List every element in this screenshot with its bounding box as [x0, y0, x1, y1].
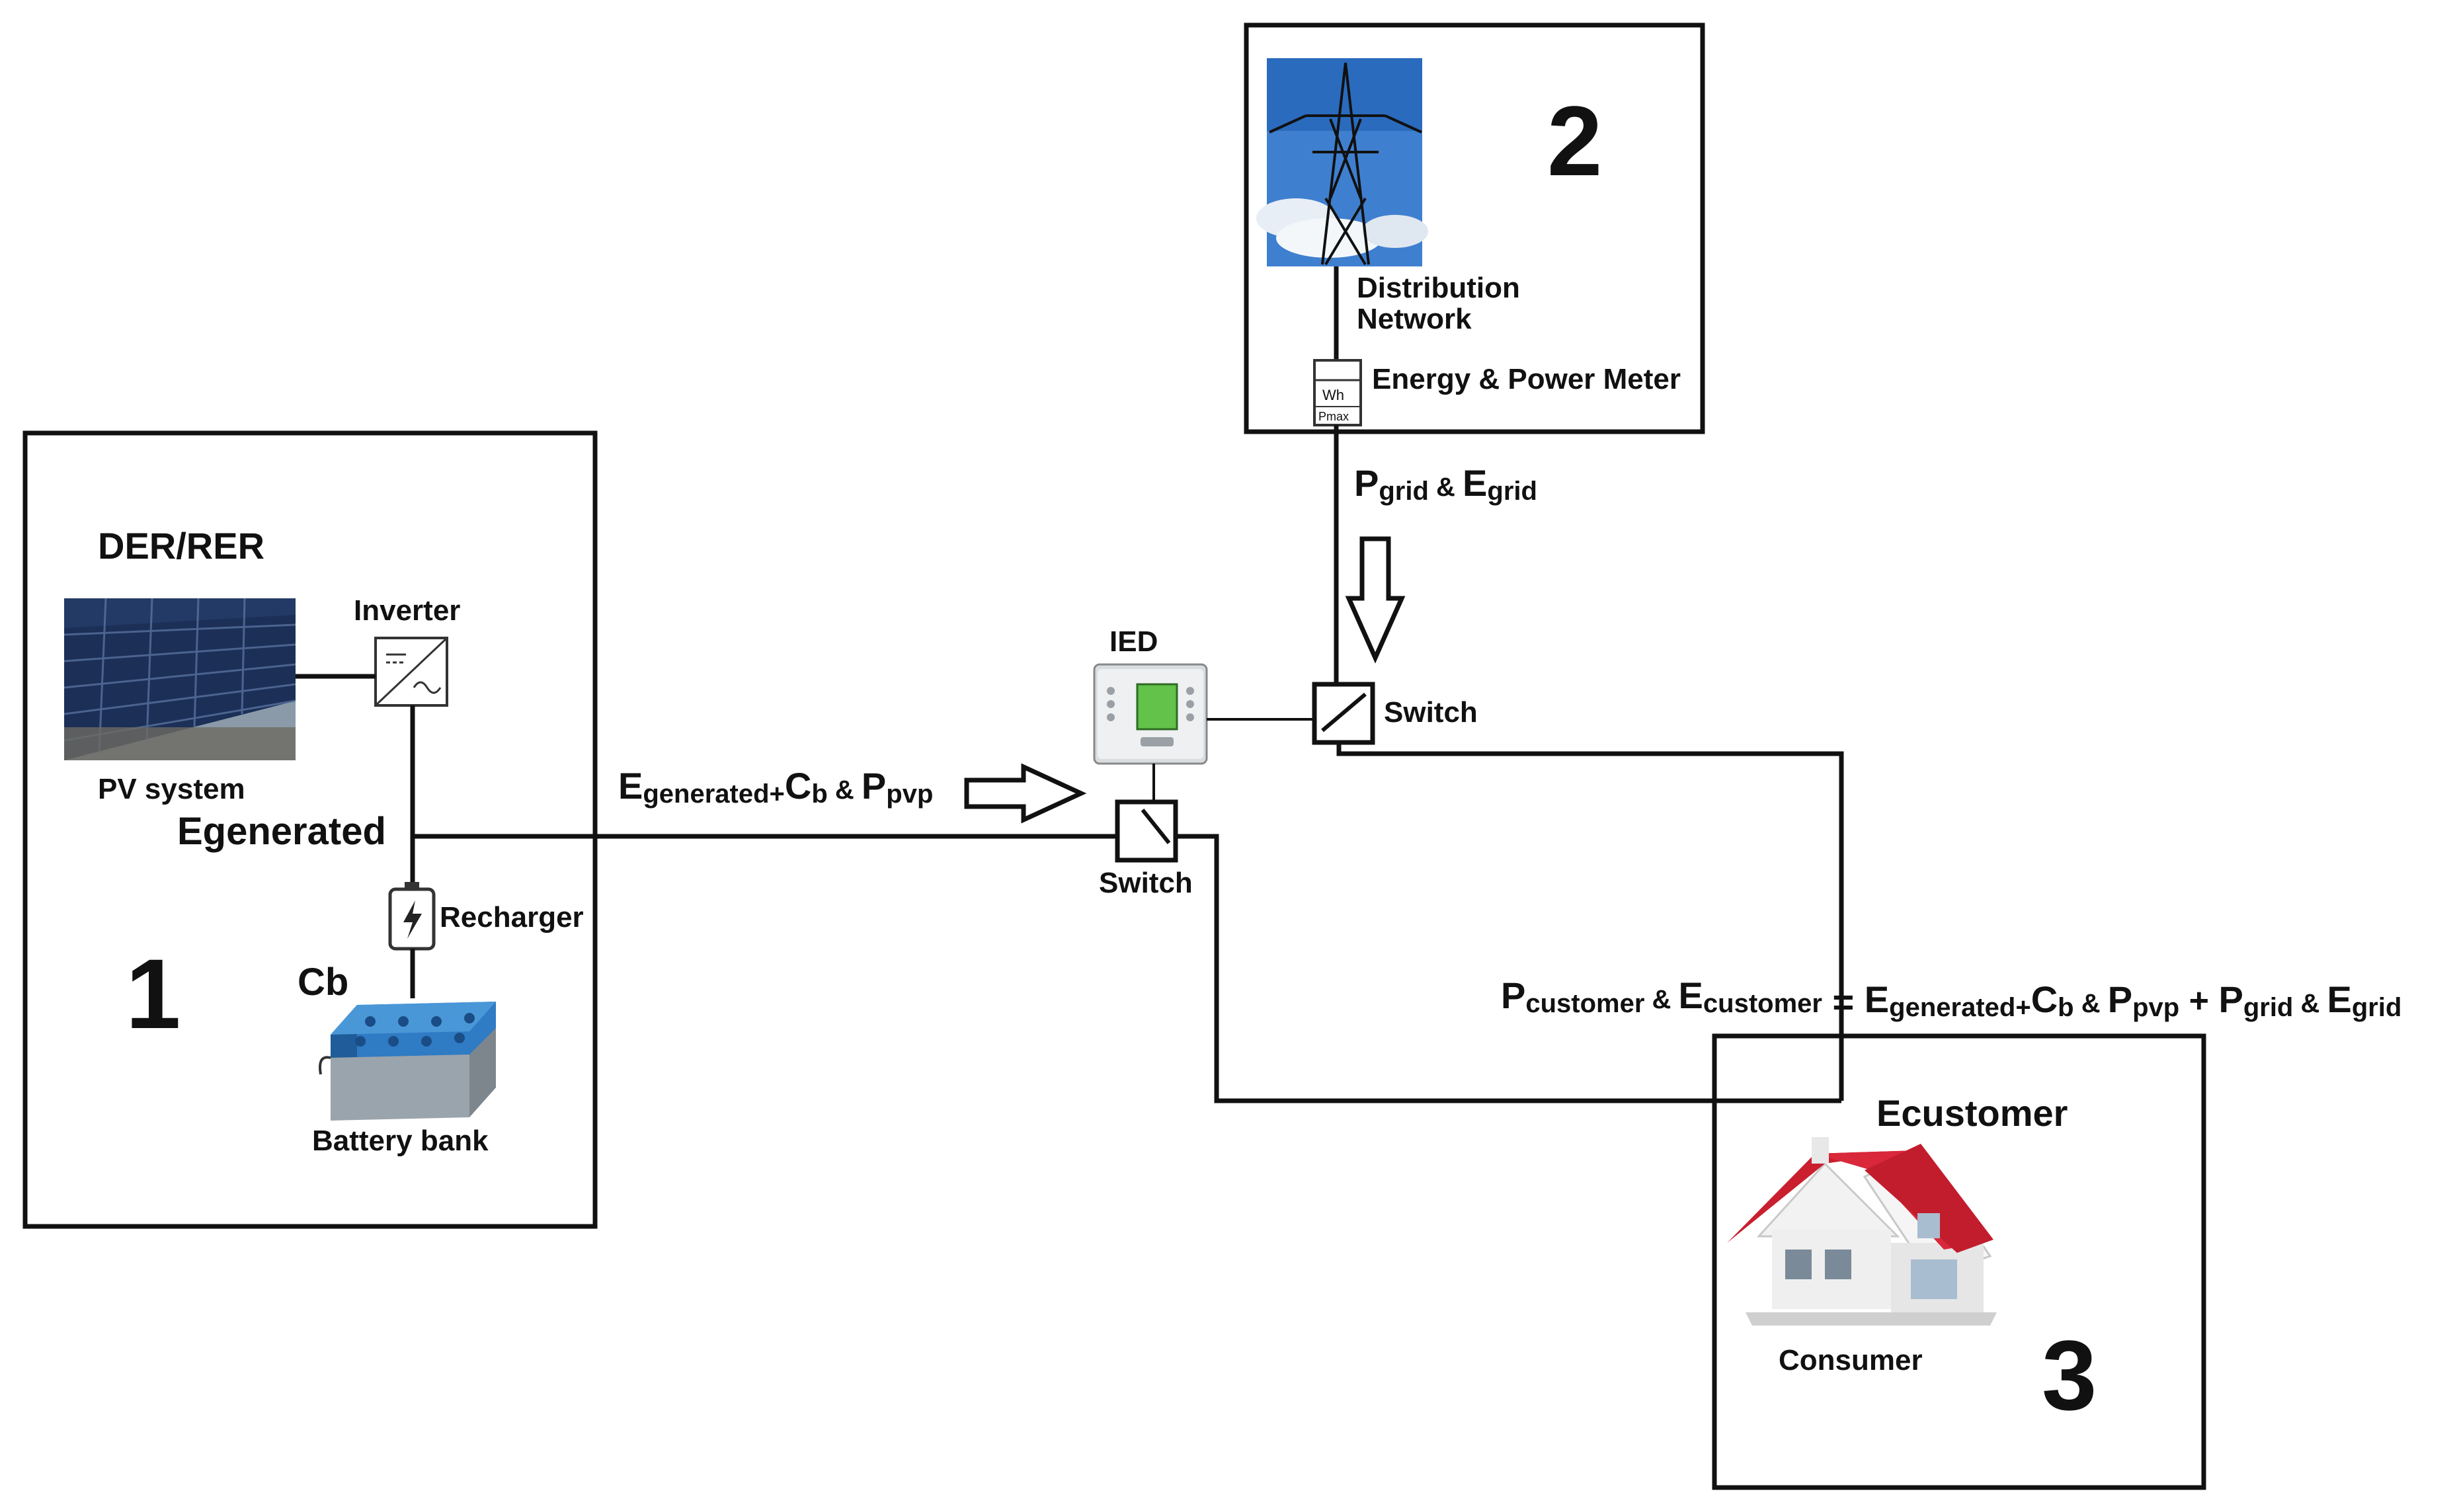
distribution-network-label-line2: Network — [1357, 303, 1472, 335]
switch-bottom-label: Switch — [1099, 867, 1193, 899]
ied-label: IED — [1109, 625, 1158, 658]
energy-power-meter-icon: Wh Pmax — [1313, 359, 1362, 426]
ied-device-icon — [1093, 663, 1208, 765]
meter-wh-text: Wh — [1322, 387, 1344, 403]
transmission-tower-image — [1256, 58, 1428, 266]
pv-panel-image — [63, 598, 296, 760]
pv-system-label: PV system — [98, 773, 245, 805]
generated-flow-arrow — [964, 763, 1087, 824]
generated-flow-label: Egenerated+Cb & Ppvp — [618, 765, 933, 809]
distribution-network-label-line1: Distribution — [1357, 272, 1520, 304]
inverter-icon — [374, 637, 448, 707]
section-3-title: Ecustomer — [1876, 1092, 2068, 1134]
consumer-label: Consumer — [1779, 1344, 1923, 1376]
egenerated-label: Egenerated — [177, 810, 386, 853]
house-image — [1727, 1137, 1997, 1326]
section-1-title: DER/RER — [98, 525, 264, 567]
energy-power-meter-label: Energy & Power Meter — [1372, 363, 1681, 395]
customer-equation: Pcustomer & Ecustomer = Egenerated+Cb & … — [1501, 975, 2401, 1023]
section-3-box — [1712, 1033, 2206, 1490]
switch-top-label: Switch — [1384, 696, 1478, 729]
section-2-box — [1244, 22, 1705, 434]
switch-bottom-to-consumer-wire — [1176, 834, 1841, 1103]
grid-down-arrow — [1345, 536, 1406, 664]
switch-top-to-consumer-wire — [1336, 742, 1844, 1101]
section-1-box — [22, 430, 598, 1229]
switch-bottom-icon — [1115, 799, 1178, 863]
switch-top-icon — [1312, 682, 1375, 745]
recharger-label: Recharger — [440, 901, 584, 934]
meter-pmax-text: Pmax — [1318, 410, 1349, 423]
recharger-icon — [388, 882, 436, 951]
section-2-number: 2 — [1547, 85, 1602, 196]
battery-bank-image — [319, 1002, 496, 1121]
cb-label: Cb — [298, 961, 348, 1004]
inverter-label: Inverter — [354, 594, 460, 627]
section-1-number: 1 — [126, 938, 181, 1049]
section-3-number: 3 — [2042, 1320, 2097, 1431]
battery-bank-label: Battery bank — [312, 1125, 489, 1157]
grid-flow-label: Pgrid & Egrid — [1354, 462, 1537, 506]
